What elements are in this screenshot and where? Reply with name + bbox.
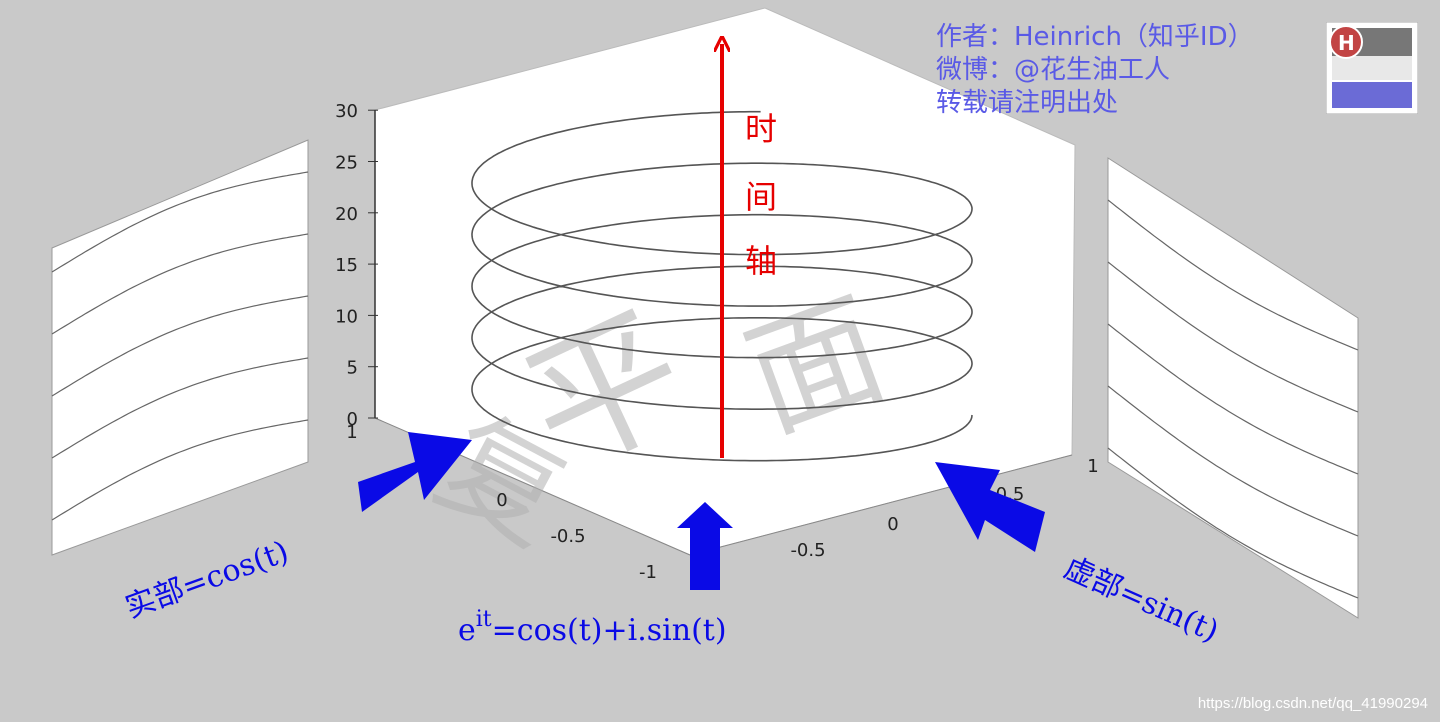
real-part-wave [51,295,309,397]
source-watermark: https://blog.csdn.net/qq_41990294 [1197,695,1428,712]
z-tick-label: 5 [347,358,358,379]
svg-text:H: H [1338,31,1355,55]
real-part-wave [51,233,309,335]
imag-part-wave [1107,385,1359,537]
left-blue-arrow [358,432,472,512]
real-part-waves [51,171,309,521]
imag-part-waves [1107,199,1359,599]
z-tick-label: 10 [335,306,358,327]
helix-curve [471,110,973,462]
imag-part-projection [1107,157,1359,619]
z-axis-ticks: 0 5 10 15 20 25 30 [335,101,378,430]
imag-part-wave [1107,261,1359,413]
real-part-panel [51,139,309,556]
panel-floor-edge-right [689,454,1073,556]
euler-formula: eit=cos(t)+i.sin(t) [458,607,727,648]
x-tick-label: 1 [346,422,357,443]
time-axis-label: 时 间 轴 [745,110,777,280]
euler-base: e [458,613,476,648]
z-tick-label: 15 [335,255,358,276]
z-tick-label: 0 [347,409,358,430]
z-tick-label: 20 [335,204,358,225]
real-part-wave [51,171,309,273]
bottom-blue-arrow [677,502,733,590]
x-tick-label: 0 [496,490,507,511]
imag-part-panel [1107,157,1359,619]
right-blue-arrow [935,462,1045,552]
credit-author: 作者：Heinrich（知乎ID） [936,22,1254,52]
y-tick-label: 0 [887,514,898,535]
x-axis-ticks: 1 0 -0.5 -1 [346,422,657,583]
real-part-label: 实部=cos(t) [121,534,294,625]
z-tick-label: 30 [335,101,358,122]
real-part-projection [51,139,309,556]
real-part-wave [51,419,309,521]
imag-part-label: 虚部=sin(t) [1059,550,1224,649]
credit-weibo: 微博：@花生油工人 [936,55,1171,85]
y-tick-label: -0.5 [790,540,825,561]
imag-part-wave [1107,323,1359,475]
matlab-figure-icon: H [1326,22,1418,114]
imag-part-wave [1107,447,1359,599]
euler-rest: =cos(t)+i.sin(t) [492,613,727,648]
credit-repost-note: 转载请注明出处 [936,88,1119,118]
y-tick-label: 1 [1087,456,1098,477]
time-axis-char-2: 间 [745,178,777,216]
time-axis-char-1: 时 [745,110,777,148]
time-axis-char-3: 轴 [745,242,777,280]
x-tick-label: -1 [639,562,657,583]
imag-part-wave [1107,199,1359,351]
helix-path [471,110,973,462]
z-tick-label: 25 [335,153,358,174]
x-tick-label: -0.5 [550,526,585,547]
real-part-wave [51,357,309,459]
euler-exponent: it [476,607,492,632]
